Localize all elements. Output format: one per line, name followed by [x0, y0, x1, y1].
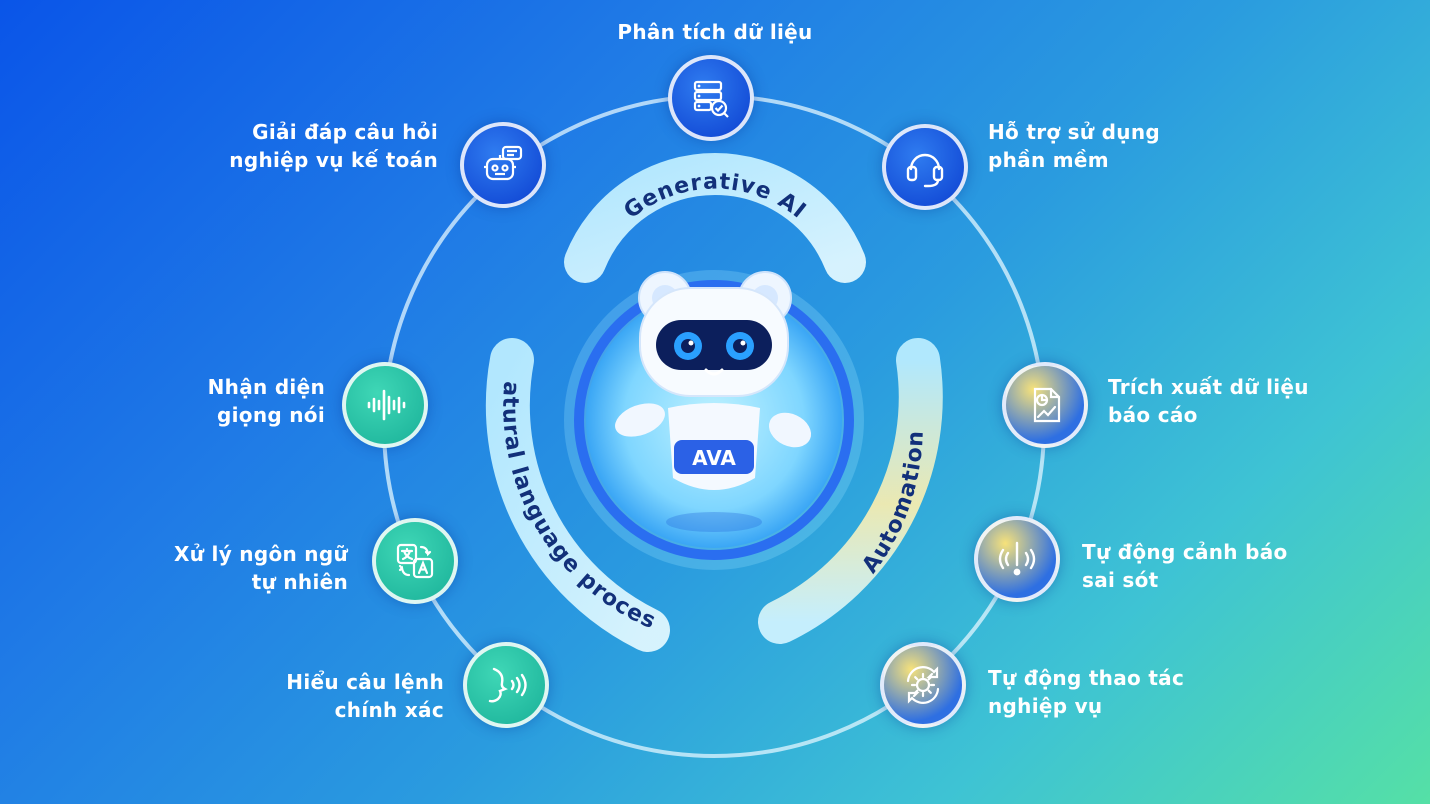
- label-line: Tự động cảnh báo: [1082, 540, 1288, 564]
- core-ring: [574, 280, 854, 560]
- label-line: Hỗ trợ sử dụng: [988, 120, 1160, 144]
- label-data-analysis: Phân tích dữ liệu: [560, 18, 870, 46]
- node-software-support: [882, 124, 968, 210]
- robot-badge-text: AVA: [692, 446, 736, 470]
- label-line: tự nhiên: [251, 570, 348, 594]
- arc-band-right: [758, 338, 943, 644]
- sound-wave-icon: [367, 389, 406, 421]
- label-line: nghiệp vụ kế toán: [229, 148, 438, 172]
- label-report-extraction: Trích xuất dữ liệu báo cáo: [1108, 373, 1368, 429]
- label-auto-operation: Tự động thao tác nghiệp vụ: [988, 664, 1248, 720]
- label-line: Hiểu câu lệnh: [286, 670, 444, 694]
- arc-band-left: [485, 338, 670, 652]
- label-command-understanding: Hiểu câu lệnh chính xác: [210, 668, 444, 724]
- label-line: Phân tích dữ liệu: [617, 20, 813, 44]
- label-line: Xử lý ngôn ngữ: [174, 542, 348, 566]
- label-line: chính xác: [334, 698, 444, 722]
- report-chart-icon: [1033, 387, 1061, 423]
- chatbot-icon: [484, 145, 523, 181]
- node-report-extraction: [1002, 362, 1088, 448]
- headset-icon: [906, 153, 944, 188]
- alert-icon: [998, 541, 1036, 576]
- node-auto-operation: [880, 642, 966, 728]
- node-accounting-qa: [460, 122, 546, 208]
- label-error-alert: Tự động cảnh báo sai sót: [1082, 538, 1342, 594]
- node-nlp: [372, 518, 458, 604]
- gear-sync-icon: [906, 666, 940, 704]
- label-line: phần mềm: [988, 148, 1109, 172]
- arc-band-top: [564, 152, 866, 283]
- label-line: báo cáo: [1108, 403, 1198, 427]
- data-check-icon: [693, 80, 729, 118]
- label-voice-recognition: Nhận diện giọng nói: [120, 373, 325, 429]
- label-line: giọng nói: [217, 403, 325, 427]
- label-line: nghiệp vụ: [988, 694, 1103, 718]
- robot-mascot-icon: [615, 271, 812, 532]
- label-line: Trích xuất dữ liệu: [1108, 375, 1309, 399]
- label-nlp: Xử lý ngôn ngữ tự nhiên: [110, 540, 348, 596]
- label-software-support: Hỗ trợ sử dụng phần mềm: [988, 118, 1248, 174]
- label-line: Giải đáp câu hỏi: [252, 120, 438, 144]
- node-command-understanding: [463, 642, 549, 728]
- translate-icon: [396, 543, 434, 579]
- label-line: sai sót: [1082, 568, 1159, 592]
- label-line: Nhận diện: [207, 375, 325, 399]
- label-line: Tự động thao tác: [988, 666, 1185, 690]
- node-voice-recognition: [342, 362, 428, 448]
- label-accounting-qa: Giải đáp câu hỏi nghiệp vụ kế toán: [190, 118, 438, 174]
- speaking-head-icon: [488, 667, 527, 703]
- node-data-analysis: [668, 55, 754, 141]
- node-error-alert: [974, 516, 1060, 602]
